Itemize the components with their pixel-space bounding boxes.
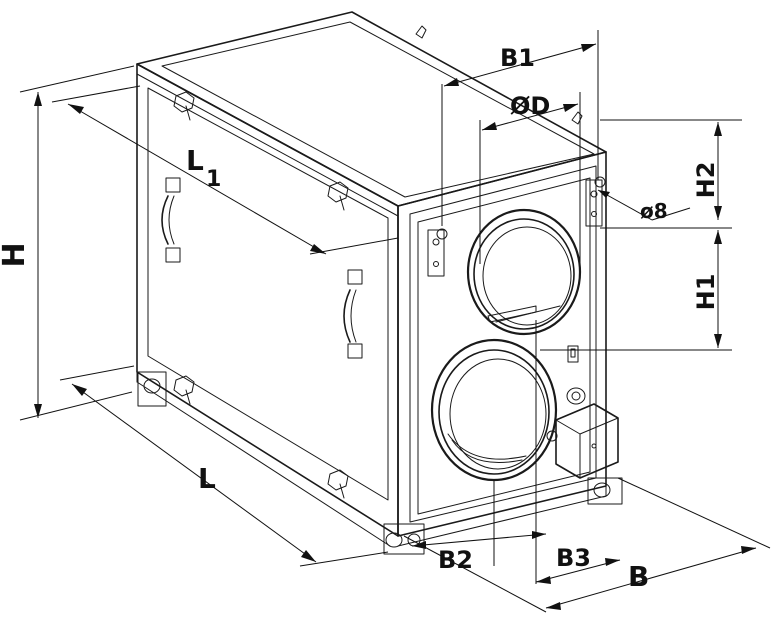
power-switch xyxy=(567,345,579,363)
dimension-H xyxy=(19,65,135,421)
dimension-B1 xyxy=(441,30,599,226)
side-handle-right xyxy=(343,269,363,359)
dimension-hole-leader xyxy=(597,189,691,221)
label-L: L xyxy=(198,462,216,495)
label-L1-main: L xyxy=(186,144,204,177)
label-B3: B3 xyxy=(556,544,591,572)
side-handle-left xyxy=(161,177,181,263)
side-hinge-top-right xyxy=(327,181,349,211)
front-bracket-right xyxy=(585,176,606,227)
label-B: B xyxy=(628,560,649,593)
foot-left-rear xyxy=(137,371,167,407)
label-H2: H2 xyxy=(692,162,720,199)
top-spigots xyxy=(415,25,583,125)
dimension-B xyxy=(403,477,771,613)
label-L1-sub: 1 xyxy=(206,167,221,192)
lower-duct-spigot xyxy=(430,338,558,482)
label-D: ØD xyxy=(510,92,550,120)
side-hinge-bottom-right xyxy=(327,469,349,499)
dimension-D xyxy=(479,92,581,264)
dimension-B2 xyxy=(411,480,547,566)
upper-duct-spigot xyxy=(466,208,582,336)
side-hinge-bottom-left xyxy=(173,375,195,405)
dimension-L1 xyxy=(51,85,399,255)
cable-gland xyxy=(566,387,586,405)
label-B1: B1 xyxy=(500,44,535,72)
dimension-H1 xyxy=(540,227,732,351)
dimension-B3 xyxy=(535,320,621,584)
front-bracket-left xyxy=(427,228,448,277)
label-B2: B2 xyxy=(438,546,473,574)
label-H1: H1 xyxy=(692,274,720,311)
terminal-box xyxy=(546,403,619,479)
side-hinge-top-left xyxy=(173,91,195,121)
dimension-L xyxy=(59,365,389,567)
foot-right-front xyxy=(587,477,623,505)
foot-left-front xyxy=(383,523,425,555)
label-H: H xyxy=(0,242,32,267)
dimension-H2 xyxy=(600,119,742,220)
label-hole: ø8 xyxy=(640,199,668,223)
